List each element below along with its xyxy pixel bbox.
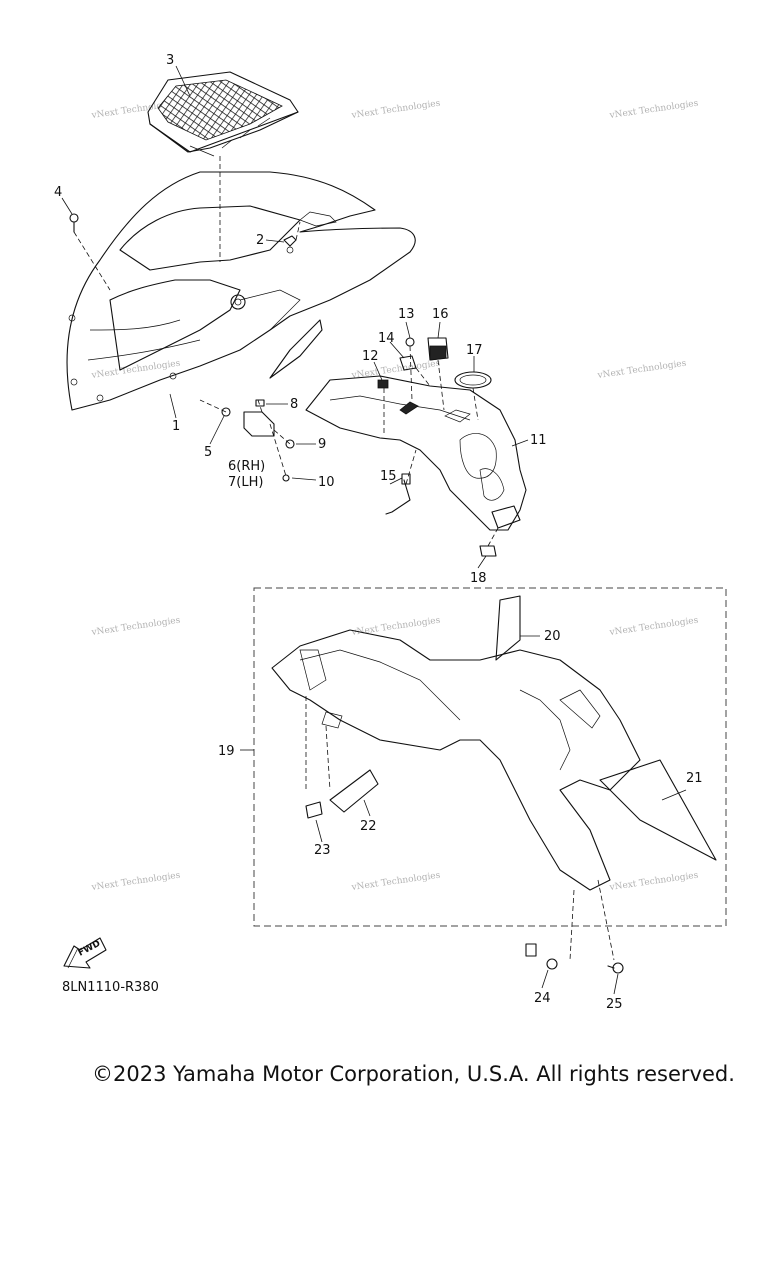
- part-6-7-bracket: [243, 411, 275, 437]
- callout-2: 2: [256, 233, 264, 248]
- callout-labels: 3 4 2 1 5 6(RH) 7(LH) 8 9 10 11 12 13 14…: [54, 53, 703, 1012]
- callout-3: 3: [166, 53, 174, 68]
- callout-13: 13: [398, 307, 415, 322]
- callout-19: 19: [218, 744, 235, 759]
- watermark: vNext Technologies: [350, 871, 441, 894]
- callout-15: 15: [380, 469, 397, 484]
- callout-4: 4: [54, 185, 62, 200]
- watermark: vNext Technologies: [350, 616, 441, 639]
- callout-21: 21: [686, 771, 703, 786]
- copyright-notice: ©2023 Yamaha Motor Corporation, U.S.A. A…: [92, 1062, 735, 1086]
- part-18-clip: [479, 545, 497, 557]
- part-23-pad: [305, 801, 323, 819]
- callout-18: 18: [470, 571, 487, 586]
- part-1-front-cowl: [66, 171, 416, 411]
- callout-14: 14: [378, 331, 395, 346]
- part-5-collar: [221, 407, 231, 417]
- callout-10: 10: [318, 475, 335, 490]
- part-16-switch: [427, 337, 449, 361]
- part-12-bolt: [377, 379, 389, 389]
- callout-16: 16: [432, 307, 449, 322]
- part-3-grille: [147, 71, 299, 157]
- callout-5: 5: [204, 445, 212, 460]
- fwd-label: FWD: [77, 939, 102, 959]
- callout-25: 25: [606, 997, 623, 1012]
- leader-lines-upper: [73, 156, 499, 547]
- watermark: vNext Technologies: [608, 616, 699, 639]
- callout-20: 20: [544, 629, 561, 644]
- part-2-clip: [283, 235, 297, 254]
- part-25-screw: [607, 962, 624, 974]
- callout-leaders: [61, 65, 687, 995]
- callout-7: 7(LH): [228, 475, 263, 490]
- fwd-arrow-icon: FWD: [63, 937, 107, 969]
- callout-8: 8: [290, 397, 298, 412]
- callout-11: 11: [530, 433, 547, 448]
- callout-17: 17: [466, 343, 483, 358]
- leader-lines-lower: [305, 696, 615, 961]
- watermark: vNext Technologies: [350, 99, 441, 122]
- callout-12: 12: [362, 349, 379, 364]
- part-19-assembly-box: [253, 587, 727, 927]
- callout-22: 22: [360, 819, 377, 834]
- callout-6: 6(RH): [228, 459, 265, 474]
- part-13-nut: [405, 337, 415, 347]
- watermarks: vNext Technologies vNext Technologies vN…: [90, 99, 699, 894]
- watermark: vNext Technologies: [608, 871, 699, 894]
- part-17-ring: [454, 371, 492, 389]
- watermark: vNext Technologies: [90, 871, 181, 894]
- part-19-side-cowl: [271, 595, 717, 891]
- part-22-label: [329, 769, 379, 813]
- part-24-nut: [525, 943, 558, 970]
- part-9-grommet: [285, 439, 295, 449]
- watermark: vNext Technologies: [608, 99, 699, 122]
- diagram-code: 8LN1110-R380: [62, 980, 159, 995]
- callout-9: 9: [318, 437, 326, 452]
- callout-1: 1: [172, 419, 180, 434]
- part-8-nut: [255, 399, 265, 407]
- callout-24: 24: [534, 991, 551, 1006]
- watermark: vNext Technologies: [596, 359, 687, 382]
- callout-23: 23: [314, 843, 331, 858]
- part-11-inner-panel: [305, 375, 527, 531]
- part-4-bolt: [69, 213, 79, 233]
- part-10-screw: [282, 474, 290, 482]
- watermark: vNext Technologies: [90, 616, 181, 639]
